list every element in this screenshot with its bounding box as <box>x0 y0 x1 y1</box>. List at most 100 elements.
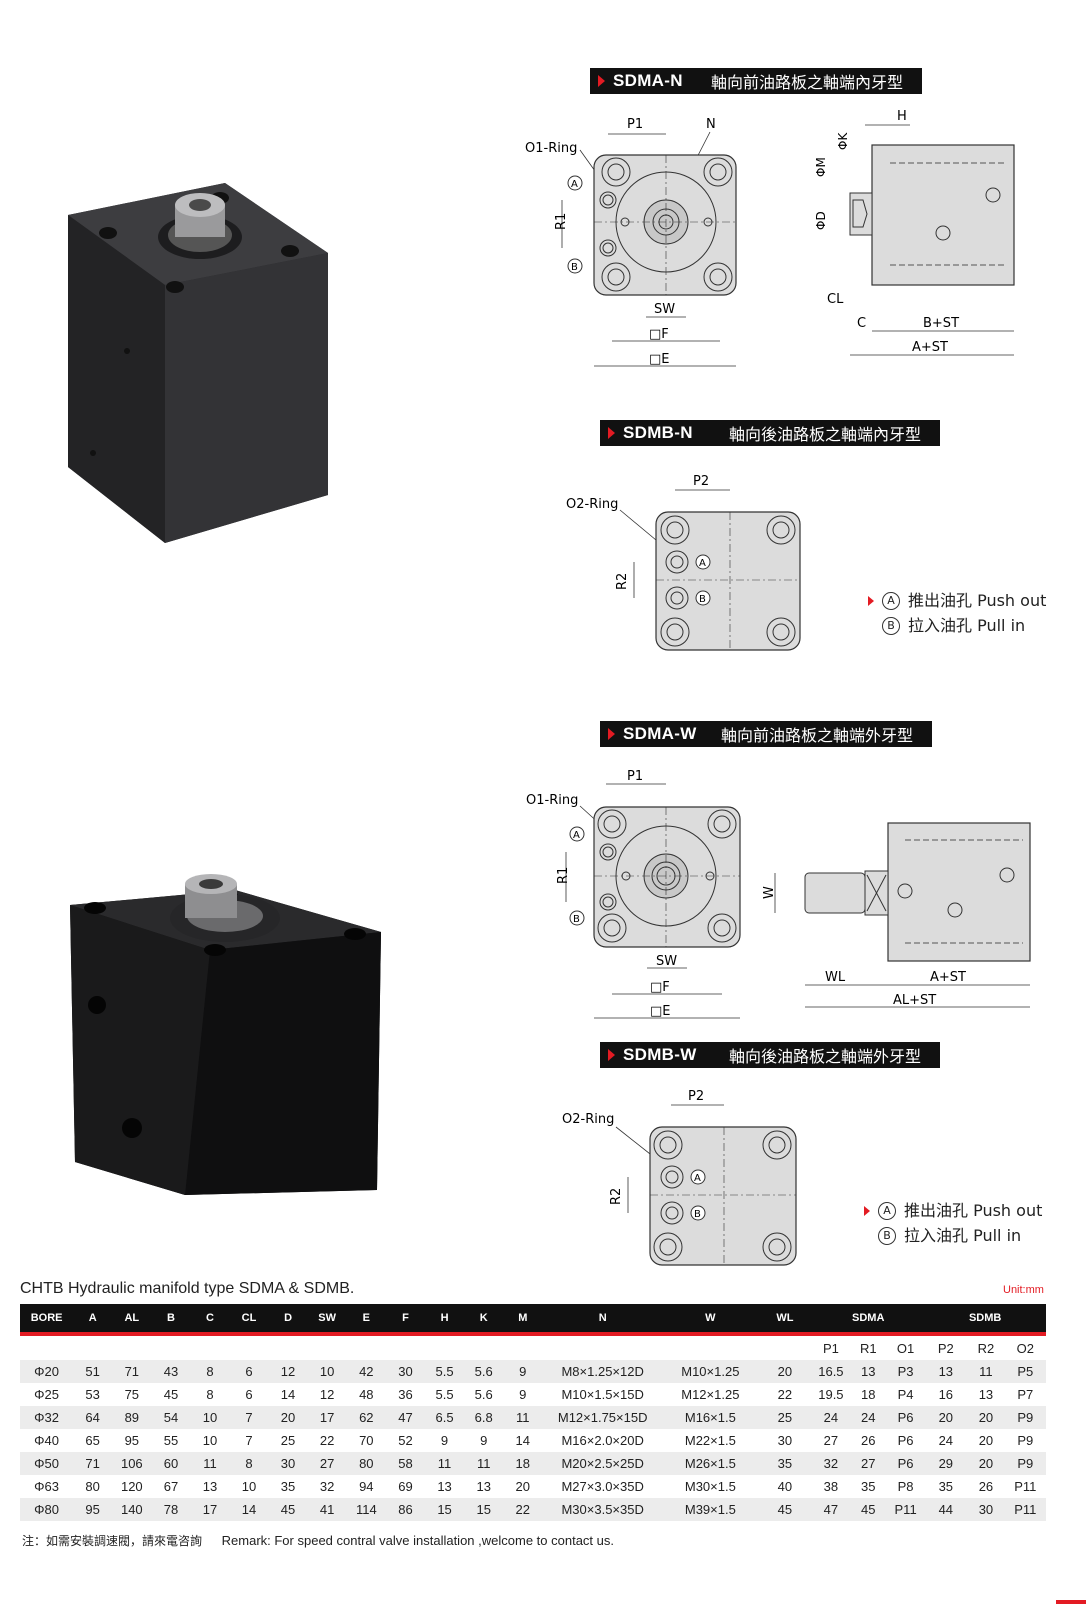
table-cell: 20 <box>924 1406 968 1429</box>
banner-code: SDMA-N <box>613 71 683 90</box>
table-cell: 20 <box>503 1475 543 1498</box>
corner-accent <box>1056 1600 1086 1604</box>
legend-pull-in: B 拉入油孔 Pull in <box>868 613 1046 638</box>
circle-a-icon: A <box>878 1201 896 1220</box>
cylinder-photo-internal-thread <box>60 175 335 554</box>
legend-pull-in-text: 拉入油孔 Pull in <box>904 1226 1022 1245</box>
table-cell: 25 <box>757 1406 813 1429</box>
column-header: N <box>542 1304 664 1336</box>
table-cell: 54 <box>151 1406 191 1429</box>
table-cell: 6.8 <box>464 1406 504 1429</box>
al-st-label: AL+ST <box>893 993 936 1008</box>
sw-label: SW <box>656 954 677 969</box>
table-cell: 29 <box>924 1452 968 1475</box>
legend-push-out-text: 推出油孔 Push out <box>904 1201 1043 1220</box>
table-cell: 6.5 <box>424 1406 465 1429</box>
port-b-mark: B <box>694 1209 701 1220</box>
table-cell: P6 <box>886 1406 925 1429</box>
table-cell: 13 <box>967 1383 1005 1406</box>
table-cell: 24 <box>849 1406 887 1429</box>
table-cell: 19.5 <box>812 1383 850 1406</box>
column-header: SDMB <box>924 1304 1046 1336</box>
c-label: C <box>857 316 866 331</box>
table-cell: 41 <box>307 1498 347 1521</box>
table-cell: Φ50 <box>20 1452 74 1475</box>
table-cell: 9 <box>503 1383 543 1406</box>
table-cell: P8 <box>886 1475 925 1498</box>
table-cell: 11 <box>967 1360 1005 1383</box>
table-cell: 47 <box>812 1498 850 1521</box>
table-cell: 24 <box>924 1429 968 1452</box>
column-header: D <box>268 1304 308 1336</box>
k-label: ΦK <box>836 132 850 150</box>
legend-arrow-icon <box>864 1205 870 1216</box>
table-cell: 17 <box>190 1498 230 1521</box>
table-cell: 13 <box>190 1475 230 1498</box>
e-label: □E <box>649 352 670 367</box>
table-cell: 20 <box>268 1406 308 1429</box>
table-cell: 69 <box>385 1475 425 1498</box>
table-cell: M10×1.25 <box>663 1360 758 1383</box>
sub-header: P1 <box>822 1340 839 1356</box>
table-cell: 10 <box>229 1475 269 1498</box>
column-header: M <box>503 1304 543 1336</box>
table-cell: 13 <box>924 1360 968 1383</box>
banner-code: SDMB-N <box>623 423 693 442</box>
sub-header: P2 <box>937 1340 954 1356</box>
table-cell: 120 <box>112 1475 152 1498</box>
table-cell: 6 <box>229 1360 269 1383</box>
table-cell: P5 <box>1004 1360 1046 1383</box>
banner-arrow-icon <box>598 75 605 87</box>
column-header: SDMA <box>812 1304 925 1336</box>
table-cell: 32 <box>307 1475 347 1498</box>
table-cell: 35 <box>924 1475 968 1498</box>
table-cell: P6 <box>886 1452 925 1475</box>
sdma-n-banner: SDMA-N 軸向前油路板之軸端內牙型 <box>590 68 922 94</box>
table-cell: 8 <box>190 1383 230 1406</box>
port-a-mark: A <box>694 1173 701 1184</box>
o1-ring-label: O1-Ring <box>525 141 577 156</box>
legend-push-out: A 推出油孔 Push out <box>864 1198 1042 1223</box>
table-cell: 45 <box>849 1498 887 1521</box>
table-cell: 47 <box>385 1406 425 1429</box>
table-cell: P9 <box>1004 1406 1046 1429</box>
table-cell: 13 <box>849 1360 887 1383</box>
p1-label: P1 <box>627 769 643 784</box>
b-st-label: B+ST <box>923 316 959 331</box>
column-header: CL <box>229 1304 269 1336</box>
port-legend-1: A 推出油孔 Push out B 拉入油孔 Pull in <box>868 588 1046 638</box>
table-cell: 15 <box>424 1498 465 1521</box>
port-legend-2: A 推出油孔 Push out B 拉入油孔 Pull in <box>864 1198 1042 1248</box>
remark-cn: 注：如需安裝調速閥，請來電咨詢 <box>22 1534 203 1548</box>
wl-label: WL <box>825 970 846 985</box>
column-header: WL <box>757 1304 813 1336</box>
table-cell: 6 <box>229 1383 269 1406</box>
table-cell: 20 <box>967 1452 1005 1475</box>
o2-ring-label: O2-Ring <box>562 1112 614 1127</box>
table-cell: 48 <box>346 1383 386 1406</box>
table-cell: 20 <box>757 1360 813 1383</box>
table-cell: 55 <box>151 1429 191 1452</box>
table-cell: P11 <box>1004 1498 1046 1521</box>
table-cell: M16×1.5 <box>663 1406 758 1429</box>
sdma-n-side-drawing: H ΦK ΦM ΦD CL C B+ST A+ST <box>814 109 1015 356</box>
sub-header: O2 <box>1016 1340 1034 1356</box>
table-cell: 22 <box>757 1383 813 1406</box>
table-cell: 14 <box>229 1498 269 1521</box>
p1-label: P1 <box>627 117 643 132</box>
banner-arrow-icon <box>608 728 615 740</box>
port-a-mark: A <box>571 179 578 190</box>
table-cell: 89 <box>112 1406 152 1429</box>
table-cell: 71 <box>73 1452 113 1475</box>
column-header: B <box>151 1304 191 1336</box>
port-b-mark: B <box>571 262 578 273</box>
banner-desc: 軸向前油路板之軸端外牙型 <box>721 726 914 745</box>
sdmb-w-rear-drawing: P2 O2-Ring A B R2 <box>562 1089 797 1266</box>
sdmb-n-banner: SDMB-N 軸向後油路板之軸端內牙型 <box>600 420 940 446</box>
sdmb-w-banner: SDMB-W 軸向後油路板之軸端外牙型 <box>600 1042 940 1068</box>
table-cell: P11 <box>1004 1475 1046 1498</box>
column-header: AL <box>112 1304 152 1336</box>
